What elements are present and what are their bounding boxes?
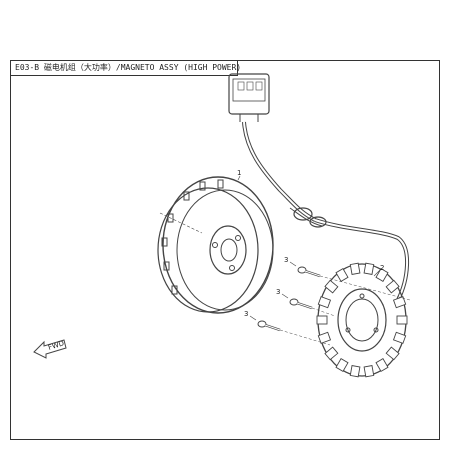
stator-tooth: [335, 268, 349, 282]
svg-text:3: 3: [244, 310, 248, 318]
stator-tooth: [335, 358, 349, 372]
svg-text:FWD: FWD: [47, 339, 65, 352]
diagram-title: E03-B 磁电机组（大功率）/MAGNETO ASSY (HIGH POWER…: [10, 60, 241, 76]
svg-text:3: 3: [284, 256, 288, 264]
callout-3-middle: 3: [276, 288, 289, 299]
callout-3-upper: 3: [284, 256, 297, 267]
stator-tooth: [317, 331, 332, 344]
stator-tooth: [363, 365, 375, 378]
stator-tooth: [392, 331, 407, 344]
stator-tooth: [363, 262, 375, 275]
stator-tooth: [385, 346, 400, 361]
stator-tooth: [396, 315, 408, 325]
callout-2: 2: [373, 264, 384, 277]
stator-tooth: [316, 315, 328, 325]
stator-coil: [316, 262, 408, 378]
svg-text:2: 2: [380, 264, 384, 272]
callout-1: 1: [237, 169, 241, 181]
stator-tooth: [324, 346, 339, 361]
stator-tooth: [375, 358, 389, 372]
stator-tooth: [385, 279, 400, 294]
stator-tooth: [349, 365, 361, 378]
stator-tooth: [349, 262, 361, 275]
stator-tooth: [375, 268, 389, 282]
stator-tooth: [324, 279, 339, 294]
svg-text:1: 1: [237, 169, 241, 177]
bolt-lower: [257, 320, 331, 346]
svg-text:3: 3: [276, 288, 280, 296]
bolt-middle: [289, 298, 336, 317]
stator-tooth: [392, 296, 407, 309]
flywheel-rotor: [157, 176, 274, 314]
wire-harness: [242, 121, 410, 301]
fwd-arrow-icon: FWD: [33, 339, 67, 359]
bolt-upper: [297, 266, 411, 301]
stator-tooth: [317, 296, 332, 309]
wire-connector: [228, 73, 270, 122]
callout-3-lower: 3: [244, 310, 257, 321]
